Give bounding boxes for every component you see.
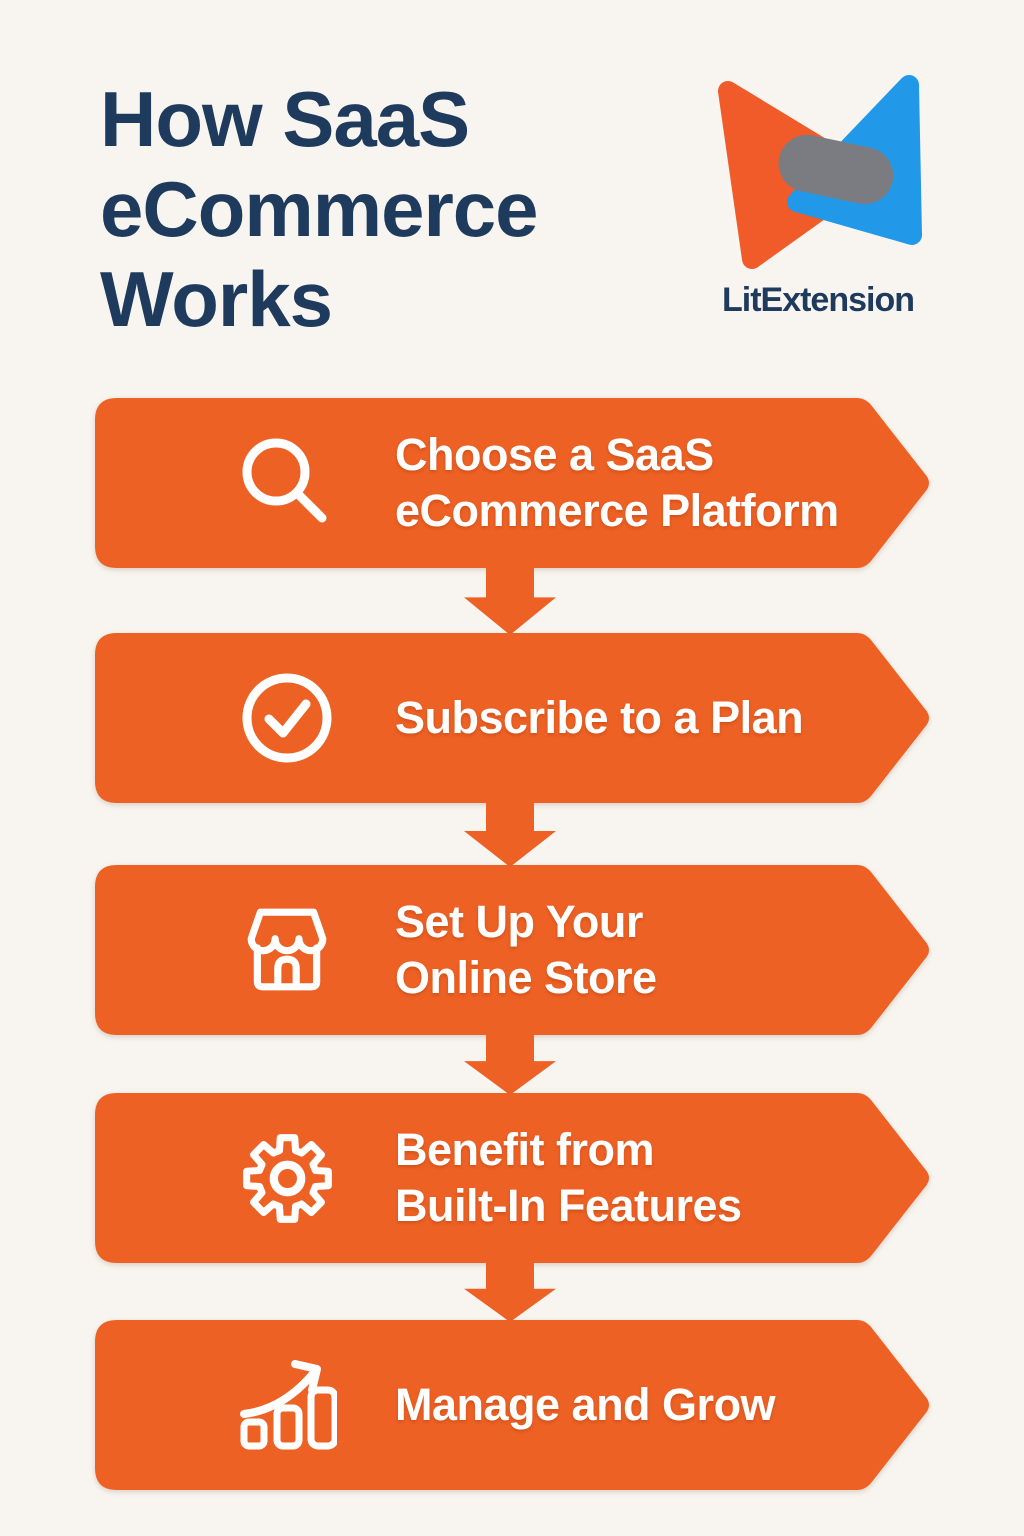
step-label: Subscribe to a Plan bbox=[395, 633, 840, 803]
litextension-logo-icon bbox=[718, 75, 922, 269]
down-arrow-connector bbox=[464, 566, 556, 635]
title-line: Works bbox=[100, 255, 333, 343]
step-label: Choose a SaaS eCommerce Platform bbox=[395, 398, 840, 568]
arrow-banner-shape bbox=[95, 633, 929, 803]
step-banner-manage-grow: Manage and Grow bbox=[95, 1320, 935, 1490]
page-title: How SaaS eCommerce Works bbox=[100, 74, 539, 344]
step-banner-choose-platform: Choose a SaaS eCommerce Platform bbox=[95, 398, 935, 568]
down-arrow-connector bbox=[464, 1033, 556, 1095]
title-line: eCommerce bbox=[100, 165, 539, 253]
step-label-line: Manage and Grow bbox=[395, 1379, 776, 1430]
step-banner-subscribe: Subscribe to a Plan bbox=[95, 633, 935, 803]
step-label-line: Benefit from bbox=[395, 1124, 655, 1175]
brand-wordmark: LitExtension bbox=[721, 281, 915, 319]
step-label: Manage and Grow bbox=[395, 1320, 840, 1490]
step-label-line: Subscribe to a Plan bbox=[395, 692, 804, 743]
gear-icon bbox=[237, 1126, 337, 1230]
step-label-line: Set Up Your bbox=[395, 896, 643, 947]
down-arrow-connector bbox=[464, 801, 556, 867]
title-line: How SaaS bbox=[100, 75, 470, 163]
arrow-banner-shape bbox=[95, 398, 929, 568]
step-label-line: Choose a SaaS bbox=[395, 429, 714, 480]
arrow-banner-shape bbox=[95, 1093, 929, 1263]
magnifier-icon bbox=[237, 431, 337, 535]
arrow-banner-shape bbox=[95, 865, 929, 1035]
growth-chart-icon bbox=[237, 1353, 337, 1457]
storefront-icon bbox=[237, 898, 337, 1002]
down-arrow-connector bbox=[464, 1261, 556, 1322]
step-label-line: Built-In Features bbox=[395, 1180, 742, 1231]
step-label: Set Up Your Online Store bbox=[395, 865, 840, 1035]
step-label-line: Online Store bbox=[395, 952, 657, 1003]
step-banner-set-up-store: Set Up Your Online Store bbox=[95, 865, 935, 1035]
check-circle-icon bbox=[237, 666, 337, 770]
step-label: Benefit from Built-In Features bbox=[395, 1093, 840, 1263]
step-banner-built-in-features: Benefit from Built-In Features bbox=[95, 1093, 935, 1263]
litextension-logo: LitExtension bbox=[698, 70, 938, 320]
step-label-line: eCommerce Platform bbox=[395, 485, 839, 536]
